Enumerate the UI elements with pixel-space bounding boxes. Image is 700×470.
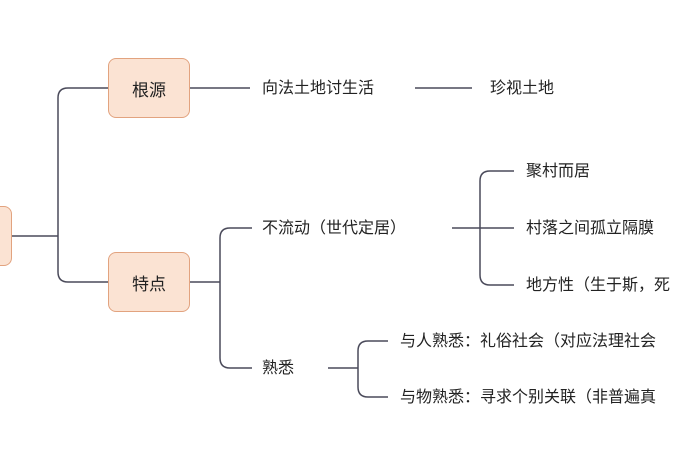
node-jucun: 聚村而居: [526, 161, 591, 180]
node-zhenshi: 珍视土地: [490, 78, 555, 97]
node-cunluo: 村落之间孤立隔膜: [526, 218, 655, 237]
connector-tedian-buliudong: [219, 227, 252, 282]
node-genyuan: 根源: [108, 58, 190, 118]
node-tedian: 特点: [108, 252, 190, 312]
node-xiangfa: 向法土地讨生活: [262, 78, 375, 97]
connector-shuxi-yuren: [357, 340, 388, 368]
node-yuren: 与人熟悉：礼俗社会（对应法理社会: [400, 331, 657, 350]
connector-shuxi-yuwu: [357, 368, 388, 398]
node-difangxing: 地方性（生于斯，死: [526, 275, 671, 294]
node-tedian-label: 特点: [132, 274, 166, 295]
node-genyuan-label: 根源: [132, 80, 166, 101]
node-buliudong: 不流动（世代定居）: [262, 218, 407, 237]
connector-buliudong-jucun: [479, 170, 514, 228]
node-shuxi: 熟悉: [262, 358, 295, 377]
connector-tedian-shuxi: [219, 282, 252, 369]
connector-buliudong-difangxing: [479, 228, 514, 286]
node-yuwu: 与物熟悉：寻求个别关联（非普遍真: [400, 387, 657, 406]
root-node: [0, 206, 12, 266]
connector-root-genyuan: [57, 87, 108, 236]
connector-root-tedian: [57, 236, 108, 283]
